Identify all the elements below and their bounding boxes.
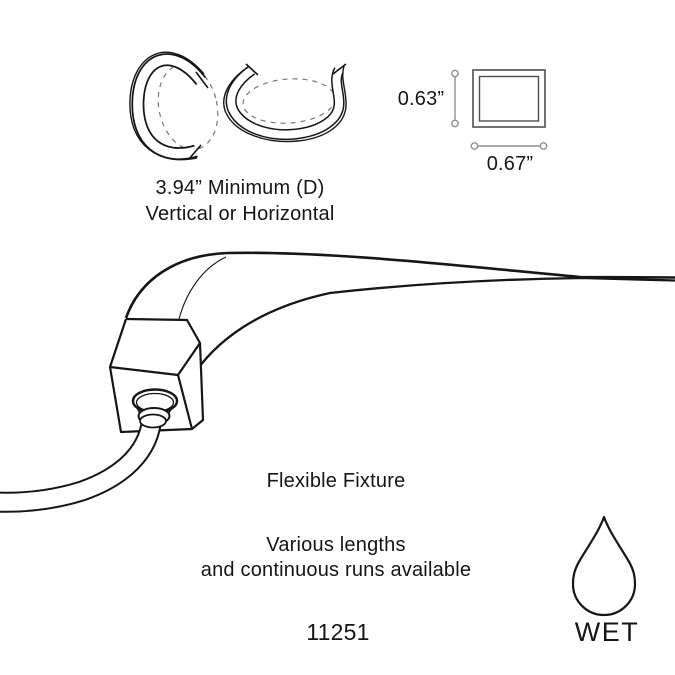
availability-line2: and continuous runs available [200,558,472,581]
strip-top-edge [124,251,675,319]
power-cable [0,414,163,513]
dimension-height-line [451,69,459,128]
strip-inner-highlight [178,256,227,320]
availability-note: Various lengths and continuous runs avai… [201,533,471,582]
min-bend-label-line2: Vertical or Horizontal [145,202,335,225]
min-bend-vertical-icon [129,51,219,161]
dimension-width-line [470,142,548,150]
cross-section-height-label: 0.63” [397,88,445,110]
min-bend-label: 3.94” Minimum (D) Vertical or Horizontal [146,176,335,227]
strip-bottom-edge [189,276,675,381]
cross-section-diagram [472,69,546,128]
cross-section-width-label: 0.67” [486,153,534,175]
fixture-illustration [0,251,675,513]
availability-line1: Various lengths [266,534,406,556]
product-number: 11251 [306,619,370,645]
min-bend-label-line1: 3.94” Minimum (D) [155,177,325,199]
fixture-title: Flexible Fixture [266,470,406,492]
water-drop-icon [571,515,637,617]
min-bend-horizontal-icon [223,63,347,143]
gland-ferrule [137,407,171,429]
wet-rating-label: WET [574,617,640,647]
